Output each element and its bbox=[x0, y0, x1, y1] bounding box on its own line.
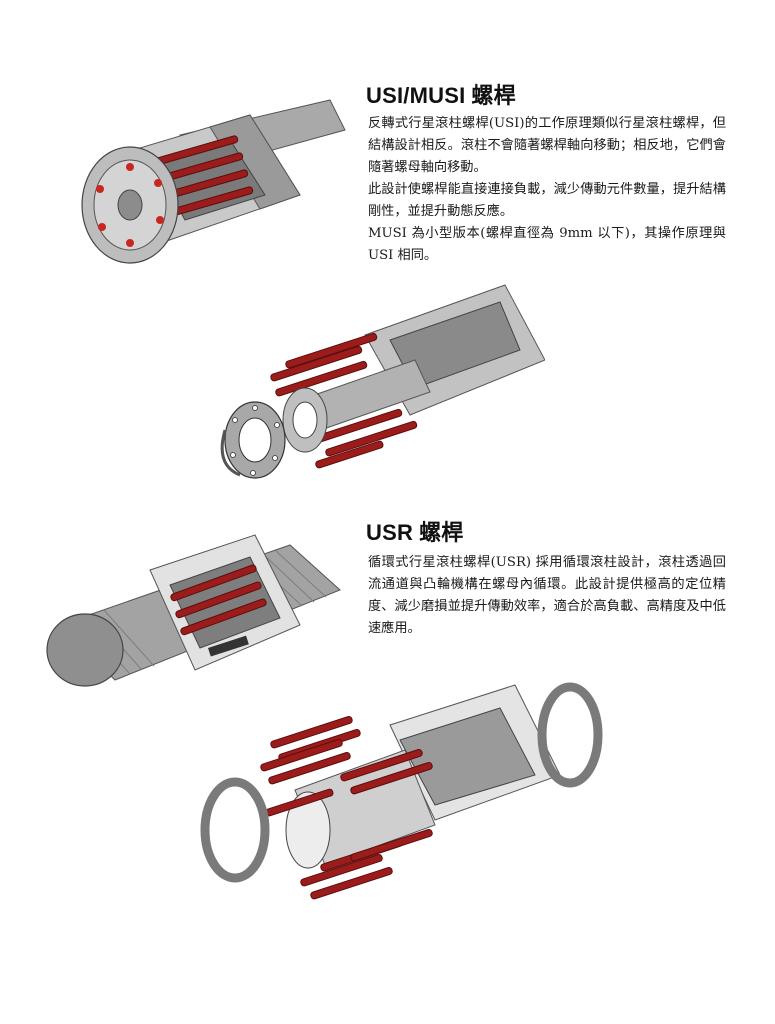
usi-paragraph-2: 此設計使螺桿能直接連接負載，減少傳動元件數量，提升結構剛性，並提升動態反應。 bbox=[368, 182, 726, 219]
usr-assembled-illustration bbox=[46, 534, 341, 687]
usi-heading-cjk: 螺桿 bbox=[471, 84, 516, 109]
usi-heading-latin: USI/MUSI bbox=[366, 83, 466, 108]
usr-heading-latin: USR bbox=[366, 520, 414, 545]
usi-paragraph-1: 反轉式行星滾柱螺桿(USI)的工作原理類似行星滾柱螺桿，但結構設計相反。滾柱不會… bbox=[368, 116, 726, 175]
usi-description: 反轉式行星滾柱螺桿(USI)的工作原理類似行星滾柱螺桿，但結構設計相反。滾柱不會… bbox=[368, 113, 726, 267]
usr-exploded-illustration bbox=[200, 682, 603, 900]
usr-paragraph-1: 循環式行星滾柱螺桿(USR) 採用循環滾柱設計，滾柱透過回流通道與凸輪機構在螺母… bbox=[368, 555, 726, 636]
usr-heading-cjk: 螺桿 bbox=[419, 521, 464, 546]
usi-paragraph-3: MUSI 為小型版本(螺桿直徑為 9mm 以下)，其操作原理與 USI 相同。 bbox=[368, 226, 726, 263]
usr-description: 循環式行星滾柱螺桿(USR) 採用循環滾柱設計，滾柱透過回流通道與凸輪機構在螺母… bbox=[368, 552, 726, 640]
usi-exploded-illustration bbox=[220, 284, 545, 479]
usi-assembled-illustration bbox=[81, 99, 346, 264]
